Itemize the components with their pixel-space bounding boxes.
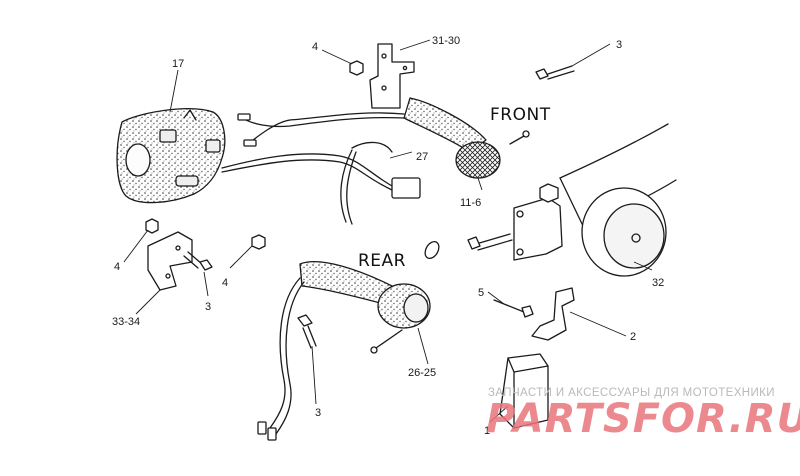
label-4-mid: 4 (222, 277, 228, 289)
label-11-6: 11-6 (460, 197, 481, 209)
label-4-left: 4 (114, 261, 120, 273)
label-4-top: 4 (312, 41, 318, 53)
horn-bracket (513, 197, 563, 261)
watermark-brand: PARTSFOR.RU (486, 396, 800, 442)
cover-1 (499, 353, 549, 429)
rear-turn-signal (257, 261, 431, 441)
nut-4-top (349, 60, 364, 76)
label-1: 1 (484, 425, 490, 437)
leader-lines (123, 39, 653, 423)
bolt-3-top (535, 65, 575, 80)
switch-harness (221, 153, 393, 187)
label-3-bottom: 3 (315, 407, 321, 419)
label-27: 27 (416, 151, 428, 163)
label-3-top: 3 (616, 39, 622, 51)
label-33-34: 33-34 (112, 316, 140, 328)
bracket-33-34 (147, 231, 193, 291)
clip-2 (531, 287, 575, 341)
label-rear: REAR (358, 251, 406, 271)
screw-5 (493, 299, 534, 318)
handlebar-switch-assembly (116, 108, 226, 204)
label-5: 5 (478, 287, 484, 299)
label-17: 17 (172, 58, 184, 70)
label-3-left: 3 (205, 301, 211, 313)
nut-4-left (145, 218, 159, 234)
horn-assembly (559, 123, 677, 277)
bolt-3-bottom (297, 314, 317, 349)
bolt-3-left (183, 251, 213, 271)
connector-plug (391, 177, 421, 199)
label-26-25: 26-25 (408, 367, 436, 379)
nut-4-mid (251, 234, 266, 250)
bulb (424, 240, 440, 260)
label-2: 2 (630, 331, 636, 343)
bracket-31-30 (369, 43, 415, 109)
front-turn-signal (237, 97, 501, 179)
label-31-30: 31-30 (432, 35, 460, 47)
watermark-caption: ЗАПЧАСТИ И АКСЕССУАРЫ ДЛЯ МОТОТЕХНИКИ (488, 387, 775, 399)
label-32: 32 (652, 277, 664, 289)
label-front: FRONT (490, 105, 551, 125)
